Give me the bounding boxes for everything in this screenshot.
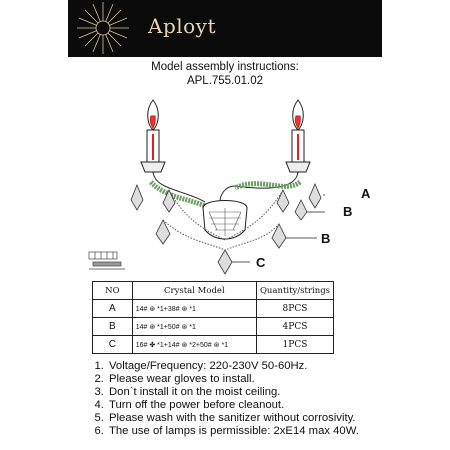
crystal-spec-table: NO Crystal Model Quantity/strings A 14# … (92, 281, 335, 354)
list-item: Turn off the power before cleanout. (107, 399, 447, 412)
row-crystal: 16# ✤ *1+14# ⊛ *2+50# ⊛ *1 (131, 335, 257, 354)
list-item: Voltage/Frequency: 220-230V 50-60Hz. (107, 360, 447, 373)
leader-lines (232, 194, 325, 263)
row-crystal: 14# ⊛ *1+50# ⊛ *1 (131, 317, 257, 336)
list-item: Don`t install it on the moist ceiling. (107, 386, 447, 399)
instruction-list: Voltage/Frequency: 220-230V 50-60Hz. Ple… (85, 360, 447, 438)
bead-strings (162, 189, 284, 251)
row-qty: 8PCS (255, 299, 335, 318)
table-row: B 14# ⊛ *1+50# ⊛ *1 4PCS (92, 317, 335, 336)
brand-banner: Aployt (68, 0, 382, 57)
row-no: C (92, 335, 133, 354)
row-qty: 4PCS (255, 317, 335, 336)
header-quantity: Quantity/strings (255, 281, 335, 300)
table-row: A 14# ⊛ *1+38# ⊛ *1 8PCS (92, 299, 335, 318)
list-item: Please wear gloves to install. (107, 373, 447, 386)
row-no: A (92, 299, 133, 318)
instructions-title: Model assembly instructions: (151, 61, 299, 73)
list-item: Please wash with the sanitizer without c… (107, 412, 447, 425)
callout-b-lower: B (321, 231, 331, 246)
row-no: B (92, 317, 133, 336)
chandelier-diagram (88, 99, 325, 275)
header-no: NO (92, 281, 133, 300)
table-row: C 16# ✤ *1+14# ⊛ *2+50# ⊛ *1 1PCS (92, 335, 335, 354)
callout-c: C (256, 255, 266, 270)
row-qty: 1PCS (255, 335, 335, 354)
brand-name: Aployt (148, 14, 217, 38)
table-header-row: NO Crystal Model Quantity/strings (92, 281, 335, 300)
crystals (130, 182, 322, 275)
callout-a: A (361, 186, 371, 201)
sunburst-logo-icon (77, 2, 129, 54)
callout-b-upper: B (343, 204, 353, 219)
row-crystal: 14# ⊛ *1+38# ⊛ *1 (131, 299, 257, 318)
model-number: APL.755.01.02 (186, 75, 264, 87)
list-item: The use of lamps is permissible: 2xE14 m… (107, 425, 447, 438)
left-candle (140, 99, 166, 173)
socket-detail-icon (88, 251, 125, 270)
right-candle (285, 99, 311, 173)
header-crystal-model: Crystal Model (131, 281, 257, 300)
wall-plate (202, 200, 248, 240)
